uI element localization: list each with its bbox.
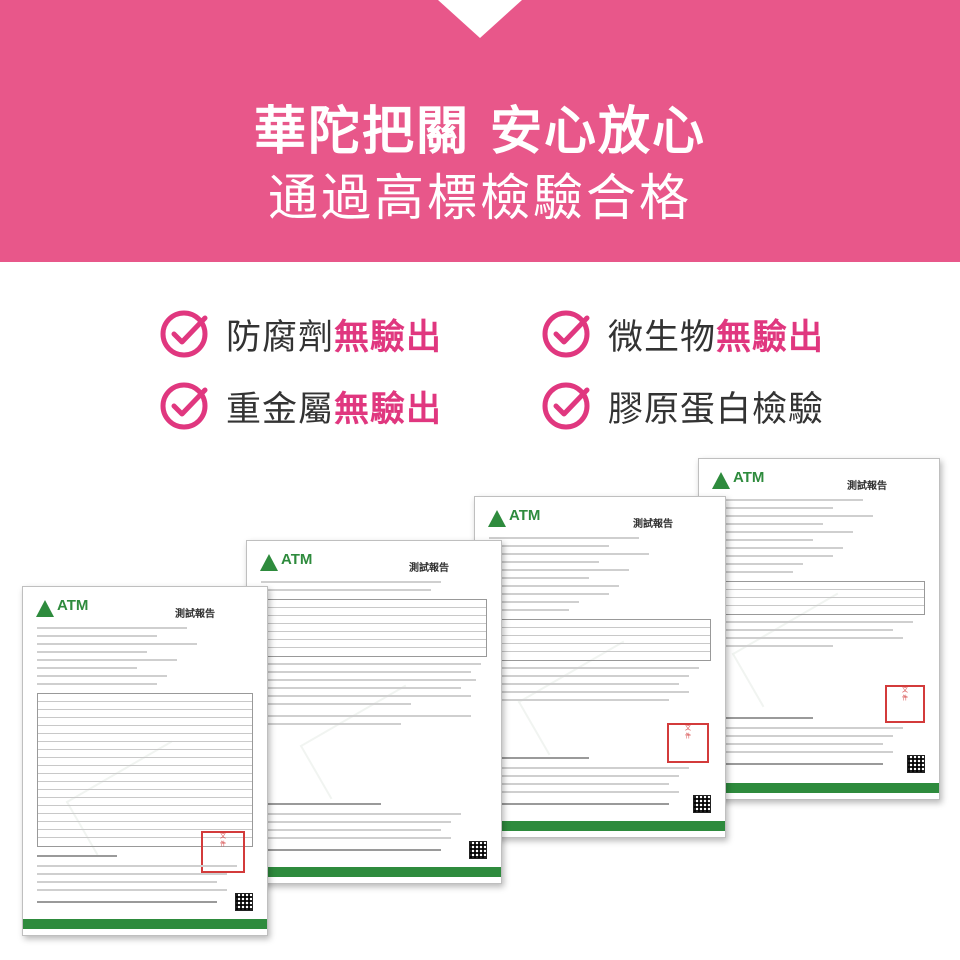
qr-code <box>907 755 925 773</box>
report-footer <box>247 867 501 877</box>
check-circle-icon <box>160 382 208 430</box>
qr-code <box>469 841 487 859</box>
test-report-1: ATM 測試報告 文件 <box>22 586 268 936</box>
feature-heavy-metals: 重金屬無驗出 <box>158 378 442 434</box>
report-footer <box>475 821 725 831</box>
feature-label: 膠原蛋白檢驗 <box>608 389 825 430</box>
feature-label: 微生物無驗出 <box>608 317 825 358</box>
feature-preservatives: 防腐劑無驗出 <box>158 306 442 362</box>
check-circle-icon <box>542 382 590 430</box>
qr-code <box>235 893 253 911</box>
check-circle-icon <box>160 310 208 358</box>
header-banner: 華陀把關 安心放心 通過高標檢驗合格 <box>0 0 960 262</box>
banner-notch <box>438 0 522 38</box>
report-footer <box>699 783 939 793</box>
feature-microbes: 微生物無驗出 <box>540 306 824 362</box>
report-footer <box>23 919 267 929</box>
feature-label: 防腐劑無驗出 <box>226 317 443 358</box>
report-seal: 文件 <box>885 685 925 723</box>
test-report-3: ATM 測試報告 文件 <box>474 496 726 838</box>
test-report-4: ATM 測試報告 文件 <box>698 458 940 800</box>
atm-logo-icon <box>712 472 730 489</box>
qr-code <box>693 795 711 813</box>
feature-label: 重金屬無驗出 <box>226 389 443 430</box>
atm-logo-icon <box>36 600 54 617</box>
headline-line-1: 華陀把關 安心放心 <box>253 102 707 162</box>
check-circle-icon <box>542 310 590 358</box>
atm-logo-icon <box>260 554 278 571</box>
atm-logo-icon <box>488 510 506 527</box>
report-seal: 文件 <box>667 723 709 763</box>
test-report-2: ATM 測試報告 <box>246 540 502 884</box>
headline-line-2: 通過高標檢驗合格 <box>268 169 692 227</box>
feature-collagen-test: 膠原蛋白檢驗 <box>540 378 824 434</box>
